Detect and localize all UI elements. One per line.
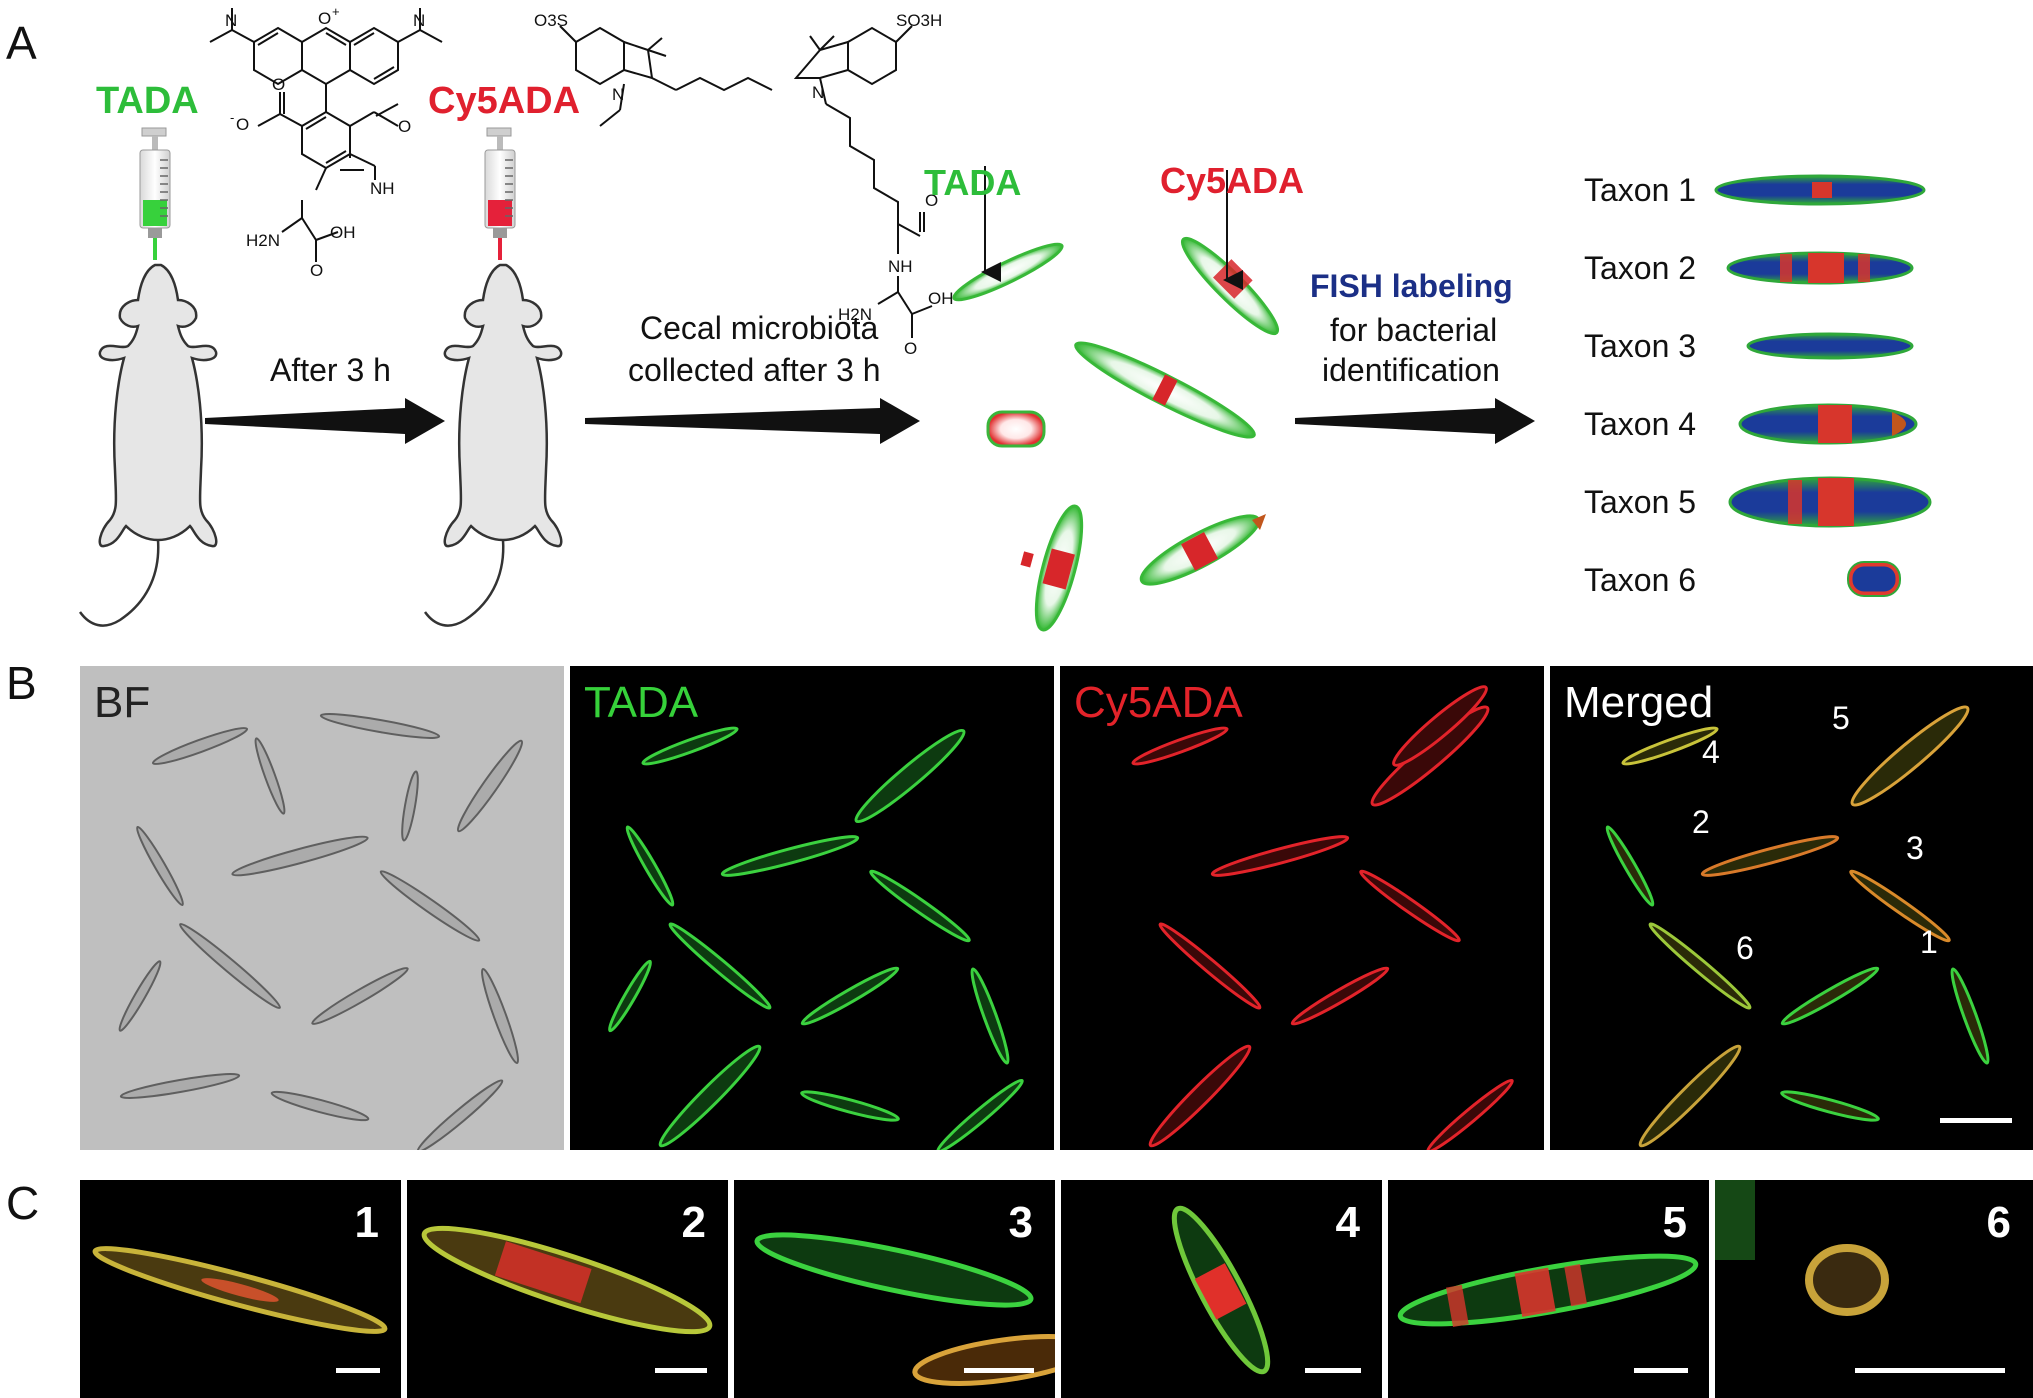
- crop-number-2: 2: [681, 1198, 706, 1247]
- merged-number-4: 4: [1702, 734, 1720, 770]
- taxon-label-6: Taxon 6: [1584, 562, 1697, 598]
- schematic-cells: [952, 166, 1280, 632]
- panel-letter-a: A: [6, 17, 37, 69]
- cell-label-tada: TADA: [924, 162, 1022, 203]
- fish-label-line2: for bacterial: [1330, 312, 1498, 348]
- tada-plus: +: [332, 4, 340, 19]
- tada-oh: OH: [330, 223, 356, 242]
- crop-tile-3: 3: [734, 1180, 1055, 1398]
- panel-a-schematic: N N O + O - O O NH H2N OH O O3S SO3H N: [78, 4, 1932, 632]
- crop-tile-4: 4: [1061, 1180, 1382, 1398]
- process-arrow-2: [585, 398, 920, 444]
- tada-n1: N: [225, 11, 237, 30]
- cy5-nh: NH: [888, 257, 913, 276]
- channel-label-cy5ada: Cy5ADA: [1074, 678, 1243, 727]
- taxon-label-1: Taxon 1: [1584, 172, 1697, 208]
- crop-number-5: 5: [1662, 1198, 1687, 1247]
- cy5-so3-right: SO3H: [896, 11, 942, 30]
- step2-label-line1: Cecal microbiota: [640, 310, 879, 346]
- taxon-label-4: Taxon 4: [1584, 406, 1697, 442]
- taxon-label-2: Taxon 2: [1584, 250, 1697, 286]
- tada-h2n: H2N: [246, 231, 280, 250]
- crop-number-6: 6: [1986, 1198, 2011, 1247]
- crop-tile-2: 2: [407, 1180, 728, 1398]
- merged-number-6: 6: [1736, 930, 1754, 966]
- crop-6-cell: [1715, 1180, 1889, 1316]
- fish-label-line1: FISH labeling: [1310, 268, 1513, 304]
- tada-n2: N: [413, 11, 425, 30]
- merged-number-3: 3: [1906, 830, 1924, 866]
- crop-scale-bar-5: [1634, 1368, 1688, 1373]
- micro-tile-merged: Merged 4 5 2 3 1 6: [1550, 666, 2033, 1150]
- taxon-label-3: Taxon 3: [1584, 328, 1697, 364]
- fish-label-line3: identification: [1322, 352, 1500, 388]
- crop-number-4: 4: [1335, 1198, 1360, 1247]
- tada-o-minus: O: [236, 115, 249, 134]
- process-arrow-3: [1295, 398, 1535, 444]
- mouse-icon-1: [78, 263, 218, 627]
- crop-2-cell: [421, 1225, 713, 1335]
- probe2-label: Cy5ADA: [428, 80, 581, 122]
- crop-tile-5: 5: [1388, 1180, 1709, 1398]
- bf-rods: [118, 713, 524, 1150]
- micro-tile-cy5ada: Cy5ADA: [1060, 666, 1544, 1150]
- merged-number-2: 2: [1692, 804, 1710, 840]
- tada-o-amide: O: [398, 117, 411, 136]
- cy5ada-rods: [1131, 685, 1514, 1150]
- cy5-o-acid: O: [904, 339, 917, 358]
- tada-o-plus: O: [318, 9, 331, 28]
- crop-4-cell: [1171, 1205, 1271, 1375]
- crop-3-cell: [754, 1232, 1055, 1386]
- panel-letter-b: B: [6, 657, 37, 709]
- syringe-red-icon: [484, 127, 516, 260]
- taxon-label-5: Taxon 5: [1584, 484, 1697, 520]
- cy5-so3-left: O3S: [534, 11, 568, 30]
- mouse-icon-2: [423, 263, 563, 627]
- tada-rods: [608, 726, 1024, 1150]
- crop-scale-bar-3: [964, 1368, 1034, 1373]
- panel-letter-c: C: [6, 1177, 40, 1229]
- scale-bar: [1940, 1118, 2012, 1123]
- tada-o-acid: O: [310, 261, 323, 280]
- cy5-oh: OH: [928, 289, 954, 308]
- cy5-o-amide: O: [925, 191, 938, 210]
- cy5-n-left: N: [612, 85, 624, 104]
- tada-nh: NH: [370, 179, 395, 198]
- process-arrow-1: [205, 398, 445, 444]
- taxa-schematics: [1714, 174, 1932, 597]
- crop-number-3: 3: [1008, 1198, 1033, 1247]
- merged-rods: [1605, 705, 1990, 1148]
- crop-scale-bar-2: [655, 1368, 707, 1373]
- probe1-label: TADA: [96, 80, 199, 122]
- channel-label-tada: TADA: [584, 678, 699, 727]
- tada-structure-diagram: [209, 8, 443, 262]
- step1-label: After 3 h: [270, 352, 391, 388]
- crop-1-cell: [92, 1246, 388, 1334]
- crop-number-1: 1: [354, 1198, 379, 1247]
- step2-label-line2: collected after 3 h: [628, 352, 881, 388]
- channel-label-bf: BF: [94, 678, 151, 727]
- crop-scale-bar-6: [1855, 1368, 2005, 1373]
- crop-tile-1: 1: [80, 1180, 401, 1398]
- cell-label-cy5ada: Cy5ADA: [1160, 160, 1305, 201]
- tada-minus: -: [230, 110, 234, 125]
- channel-label-merged: Merged: [1564, 678, 1714, 727]
- syringe-green-icon: [139, 127, 171, 260]
- crop-tile-6: 6: [1715, 1180, 2033, 1398]
- cy5ada-structure-diagram: [559, 25, 933, 338]
- crop-5-cell: [1397, 1253, 1699, 1328]
- merged-number-5: 5: [1832, 700, 1850, 736]
- cy5-n-right: N: [812, 83, 824, 102]
- merged-number-1: 1: [1920, 924, 1938, 960]
- cy5-h2n: H2N: [838, 305, 872, 324]
- tada-o-carbonyl: O: [272, 75, 285, 94]
- crop-scale-bar-1: [336, 1368, 380, 1373]
- crop-scale-bar-4: [1305, 1368, 1361, 1373]
- micro-tile-bf: BF: [80, 666, 564, 1150]
- micro-tile-tada: TADA: [570, 666, 1054, 1150]
